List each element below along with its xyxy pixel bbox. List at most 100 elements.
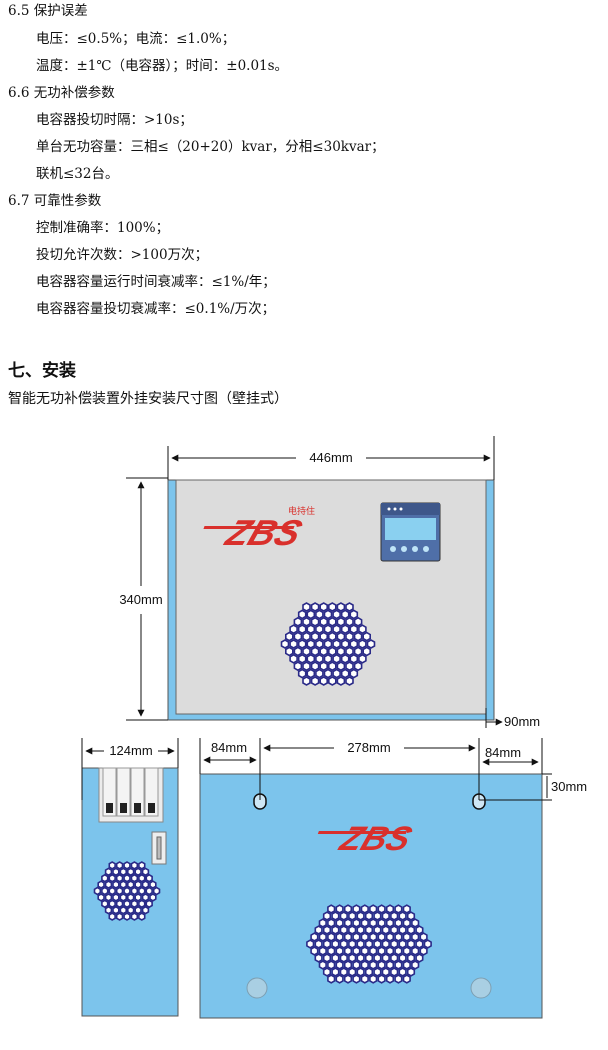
vent-hole	[302, 616, 311, 627]
circuit-breaker-icon	[98, 767, 164, 823]
vent-hole	[152, 886, 161, 896]
vent-hole	[319, 616, 329, 627]
vent-hole	[130, 899, 139, 909]
vent-hole	[306, 639, 316, 649]
vent-hole	[335, 960, 344, 970]
vent-hole	[385, 918, 395, 928]
vent-hole	[345, 676, 354, 686]
side-dimensions: 124mm	[81, 738, 179, 800]
vent-hole	[385, 932, 395, 942]
front-width-label: 446mm	[309, 450, 352, 465]
vent-hole	[348, 939, 357, 949]
vent-hole	[280, 639, 290, 649]
vent-hole	[119, 880, 127, 889]
vent-hole	[319, 646, 329, 657]
back-center-label: 278mm	[347, 740, 390, 755]
vent-hole	[352, 974, 361, 984]
vent-hole	[297, 668, 307, 679]
vent-hole	[318, 932, 327, 942]
vent-hole	[415, 925, 424, 935]
front-height-label: 340mm	[119, 592, 162, 607]
front-view: ZBS 电持住	[167, 479, 495, 721]
vent-hole	[323, 624, 333, 635]
vent-hole	[145, 873, 153, 883]
vent-hole	[343, 904, 353, 914]
vent-hole	[336, 616, 346, 627]
vent-hole	[335, 946, 344, 956]
vent-hole	[385, 904, 395, 914]
vent-hole	[323, 609, 333, 620]
vent-hole	[369, 974, 378, 984]
vent-hole	[385, 960, 395, 970]
vent-hole	[364, 939, 374, 949]
vent-hole	[331, 911, 340, 921]
vent-hole	[336, 602, 346, 612]
vent-hole	[331, 925, 340, 935]
vent-hole	[390, 925, 399, 935]
vent-hole	[101, 873, 109, 883]
svg-text:ZBS: ZBS	[334, 820, 417, 858]
vent-hole	[289, 624, 298, 635]
vent-hole	[289, 653, 298, 664]
vent-hole	[134, 867, 142, 877]
vent-hole	[406, 939, 416, 949]
vent-hole	[381, 967, 390, 977]
vent-hole	[345, 631, 354, 642]
vent-hole	[323, 639, 333, 649]
vent-hole	[332, 653, 341, 664]
vent-hole	[394, 932, 403, 942]
vent-hole	[318, 960, 327, 970]
vent-hole	[306, 653, 316, 664]
section-6-7-line-1: 控制准确率：100%；	[36, 220, 170, 236]
section-6-5-title: 6.5 保护误差	[8, 3, 88, 19]
vent-hole	[377, 946, 386, 956]
vent-hole	[318, 946, 327, 956]
vent-hole	[145, 899, 153, 909]
vent-hole	[134, 880, 142, 889]
vent-hole	[353, 646, 363, 657]
vent-hole	[406, 967, 416, 977]
right-foot-icon	[470, 977, 492, 999]
vent-hole	[327, 932, 336, 942]
vent-hole	[141, 880, 150, 889]
vent-hole	[381, 925, 390, 935]
vent-hole	[398, 911, 407, 921]
vent-hole	[360, 946, 369, 956]
vent-hole	[360, 918, 369, 928]
vent-hole	[340, 639, 350, 649]
vent-hole	[360, 904, 369, 914]
vent-hole	[402, 932, 411, 942]
left-keyhole-icon	[253, 793, 267, 810]
vent-hole	[323, 668, 333, 679]
vent-hole	[332, 609, 341, 620]
vent-hole	[319, 602, 329, 612]
vent-hole	[104, 880, 113, 889]
vent-hole	[315, 668, 324, 679]
vent-hole	[339, 967, 348, 977]
vent-hole	[149, 880, 157, 889]
vent-hole	[306, 624, 316, 635]
vent-hole	[411, 932, 420, 942]
vent-hole	[119, 893, 127, 902]
vent-hole	[394, 904, 403, 914]
vent-hole	[327, 974, 336, 984]
vent-hole	[419, 946, 428, 956]
vent-hole	[310, 646, 320, 657]
vent-hole	[323, 653, 333, 664]
vent-hole	[97, 880, 105, 889]
vent-hole	[373, 953, 382, 963]
vent-hole	[97, 893, 105, 902]
vent-hole	[362, 646, 372, 657]
vent-hole	[327, 616, 337, 627]
vent-hole	[419, 932, 428, 942]
vent-hole	[345, 646, 354, 657]
vent-hole	[356, 911, 365, 921]
install-heading: 七、安装	[8, 361, 76, 381]
vent-hole	[134, 905, 142, 915]
section-6-5-line-2: 温度：±1℃（电容器）；时间：±0.01s。	[36, 58, 289, 74]
vent-hole	[406, 911, 416, 921]
vent-hole	[138, 912, 146, 921]
vent-hole	[349, 624, 359, 635]
vent-hole	[352, 904, 361, 914]
